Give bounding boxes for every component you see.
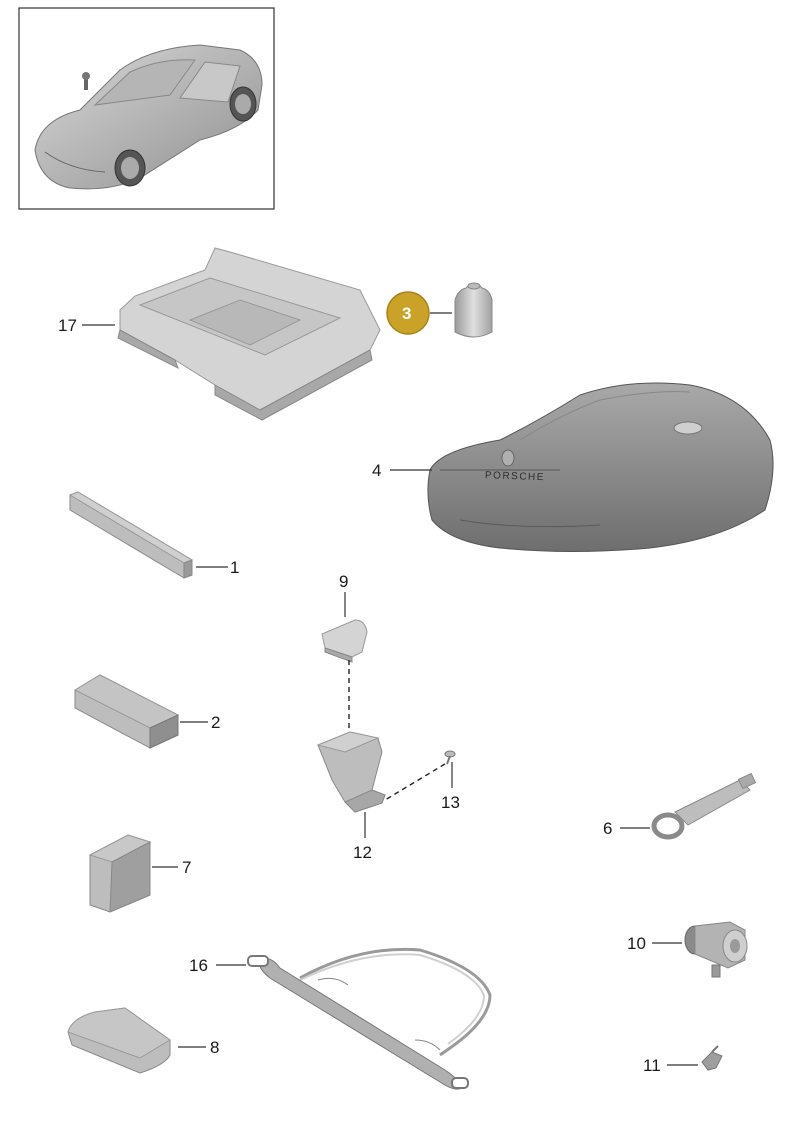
part-3-bottle (454, 282, 493, 338)
callout-17: 17 (58, 316, 77, 335)
part-17-tray (117, 247, 381, 421)
part-6-tow-eye (651, 772, 757, 840)
part-7-box (88, 834, 152, 913)
callout-13: 13 (441, 793, 460, 812)
callout-9: 9 (339, 572, 348, 591)
callout-2: 2 (211, 713, 220, 732)
part-8-pad (67, 1007, 171, 1074)
part-16-strap (247, 947, 492, 1090)
part-4-car-cover: PORSCHE (427, 382, 774, 552)
part-1-bar (68, 491, 194, 579)
callout-12: 12 (353, 843, 372, 862)
callout-3: 3 (402, 304, 411, 323)
part-11-clip (701, 1045, 723, 1071)
callout-4: 4 (372, 461, 381, 480)
cover-logo: PORSCHE (485, 470, 545, 483)
callout-16: 16 (189, 956, 208, 975)
callout-3-highlight[interactable]: 3 (386, 291, 430, 335)
callout-6: 6 (603, 819, 612, 838)
vehicle-thumbnail (18, 7, 275, 210)
part-13-screw (444, 750, 456, 765)
vehicle-image (34, 44, 263, 190)
callout-7: 7 (182, 858, 191, 877)
callout-8: 8 (210, 1038, 219, 1057)
part-12-holder (316, 731, 386, 813)
part-10-connector (684, 921, 748, 978)
part-9-cap (321, 619, 368, 663)
callout-10: 10 (627, 934, 646, 953)
callout-11: 11 (643, 1056, 661, 1075)
callout-1: 1 (230, 558, 239, 577)
part-2-block (73, 674, 180, 749)
